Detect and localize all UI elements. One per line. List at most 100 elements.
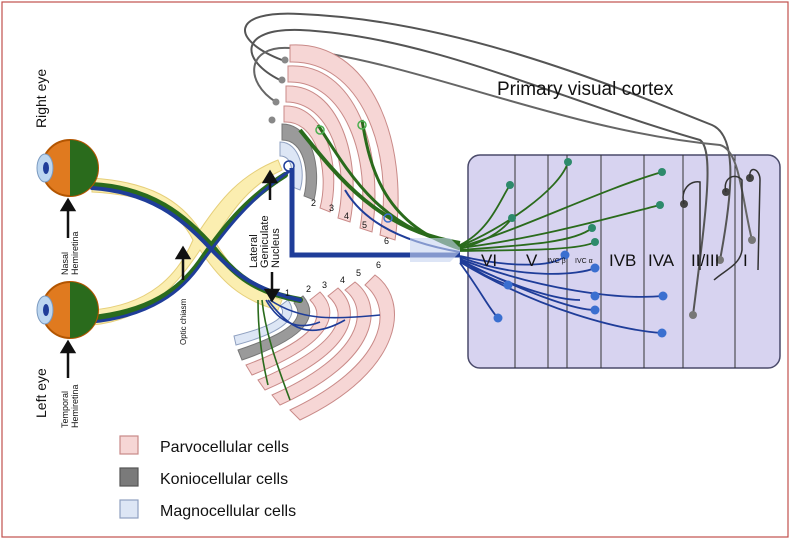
cortex-fibers	[459, 161, 664, 334]
left-eye-pupil	[43, 304, 49, 316]
magno-neuron	[560, 250, 570, 260]
cortex-layer-ivc-alpha: IVC α	[575, 258, 593, 265]
konio-hook	[682, 181, 701, 270]
legend-label-konio: Koniocellular cells	[160, 471, 288, 488]
cortex-layer-vi: VI	[481, 251, 497, 270]
parvo-cortex-fiber	[459, 161, 569, 247]
lgn-top-numbers: 2 3 4 5 6	[311, 198, 389, 246]
magno-neuron	[503, 280, 513, 290]
magno-cell-icon	[383, 213, 393, 223]
lgn-top-num-3: 3	[329, 203, 334, 213]
magno-neuron	[590, 263, 600, 273]
konio-hook	[713, 175, 743, 281]
konio-fiber	[250, 28, 709, 316]
lgn-top-num-4: 4	[344, 211, 349, 221]
nasal-arrow-head	[59, 197, 77, 212]
cortex-title: Primary visual cortex	[497, 79, 674, 100]
lgn-top-num-5: 5	[362, 220, 367, 230]
parvo-fiber	[261, 299, 291, 401]
lgn-bottom-layer-6	[289, 274, 395, 421]
lgn-cells	[268, 56, 393, 223]
cortex-layer-labels: VI V IVC β IVC α IVB IVA II/III I	[481, 251, 748, 270]
lgn-bottom-numbers: 1 2 3 4 5 6	[285, 260, 381, 298]
konio-cell-icon	[281, 56, 289, 64]
cortex-neurons	[493, 158, 756, 338]
lgn-bottom-num-2: 2	[306, 284, 311, 294]
parvo-cortex-fiber	[459, 227, 593, 251]
parvo-neuron	[564, 158, 572, 166]
parvo-cortex-fiber	[459, 204, 661, 249]
parvo-cell-icon	[315, 125, 325, 135]
lgn-top-layer-6	[289, 44, 399, 241]
lgn-bottom-layer-1	[233, 299, 293, 346]
lgn-top-layer-5	[287, 65, 376, 233]
left-eye-icon	[36, 281, 99, 339]
parvo-neuron	[588, 224, 596, 232]
magno-cortex-fiber	[459, 260, 581, 301]
nasal-label-line1: Nasal	[60, 252, 70, 275]
cortex-layer-iva: IVA	[648, 251, 675, 270]
magno-bundle	[289, 168, 460, 258]
konio-cell-icon	[268, 116, 276, 124]
temporal-arrow-head	[59, 339, 77, 354]
lgn-bottom-num-1: 1	[285, 288, 290, 298]
optic-nerves	[91, 159, 283, 326]
lgn-down-arrow-head	[263, 288, 281, 303]
magno-fiber	[269, 299, 381, 319]
legend-swatch-konio	[119, 467, 139, 487]
cortex-layer-v: V	[526, 251, 538, 270]
left-eye-label: Left eye	[33, 368, 49, 418]
right-eye-pupil	[43, 162, 49, 174]
magno-neuron	[658, 291, 668, 301]
lgn-label-line1: Lateral	[248, 234, 260, 268]
right-eye-icon	[36, 139, 99, 197]
legend-label-parvo: Parvocellular cells	[160, 439, 289, 456]
left-eye-retina	[70, 282, 98, 338]
legend-swatch-parvo	[119, 435, 139, 455]
optic-nerve-chiasm	[91, 159, 283, 326]
temporal-label-line2: Hemiretina	[70, 384, 80, 428]
magno-neuron	[590, 305, 600, 315]
lgn-bottom-num-4: 4	[340, 275, 345, 285]
lgn-top-num-2: 2	[311, 198, 316, 208]
magno-fiber	[267, 299, 346, 332]
magno-fiber-right-eye	[90, 186, 302, 302]
lgn-bottom-num-5: 5	[356, 268, 361, 278]
parvo-neuron	[506, 181, 514, 189]
magno-neuron	[657, 328, 667, 338]
parvo-fiber	[257, 299, 269, 386]
legend-label-magno: Magnocellular cells	[160, 503, 296, 520]
lgn-bottom-num-6: 6	[376, 260, 381, 270]
konio-hook	[749, 168, 761, 271]
cortex-layer-ivc-beta: IVC β	[548, 258, 566, 265]
konio-fiber	[253, 46, 753, 241]
temporal-label-line1: Temporal	[60, 391, 70, 428]
lgn-bottom-layer-3	[245, 291, 331, 376]
lgn-top-num-6: 6	[384, 236, 389, 246]
konio-neuron	[689, 311, 697, 319]
lgn-cortex-bundles	[289, 119, 462, 262]
right-eye-label: Right eye	[33, 69, 49, 128]
lgn-top-layer-4	[285, 85, 354, 223]
magno-fiber-left-eye	[90, 170, 290, 324]
magno-cortex-fiber	[459, 258, 664, 298]
cortex-konio-hooks	[682, 168, 761, 281]
magno-cortex-fiber	[459, 261, 663, 334]
optic-chiasm-label: Optic chiasm	[179, 298, 188, 345]
lgn-top-layer-2	[279, 141, 303, 191]
parvo-neuron	[591, 238, 599, 246]
magno-neuron	[493, 313, 503, 323]
right-eye-retina	[70, 140, 98, 196]
cortex-layer-ivb: IVB	[609, 251, 636, 270]
parvo-neuron	[658, 168, 666, 176]
lgn-up-arrow-head	[261, 169, 279, 184]
konio-cell-icon	[272, 98, 280, 106]
konio-neuron	[716, 256, 724, 264]
magno-cortex-fiber	[459, 256, 596, 275]
pointer-arrows	[59, 169, 281, 378]
magno-neuron	[590, 291, 600, 301]
cortex-layer-i: I	[743, 251, 748, 270]
